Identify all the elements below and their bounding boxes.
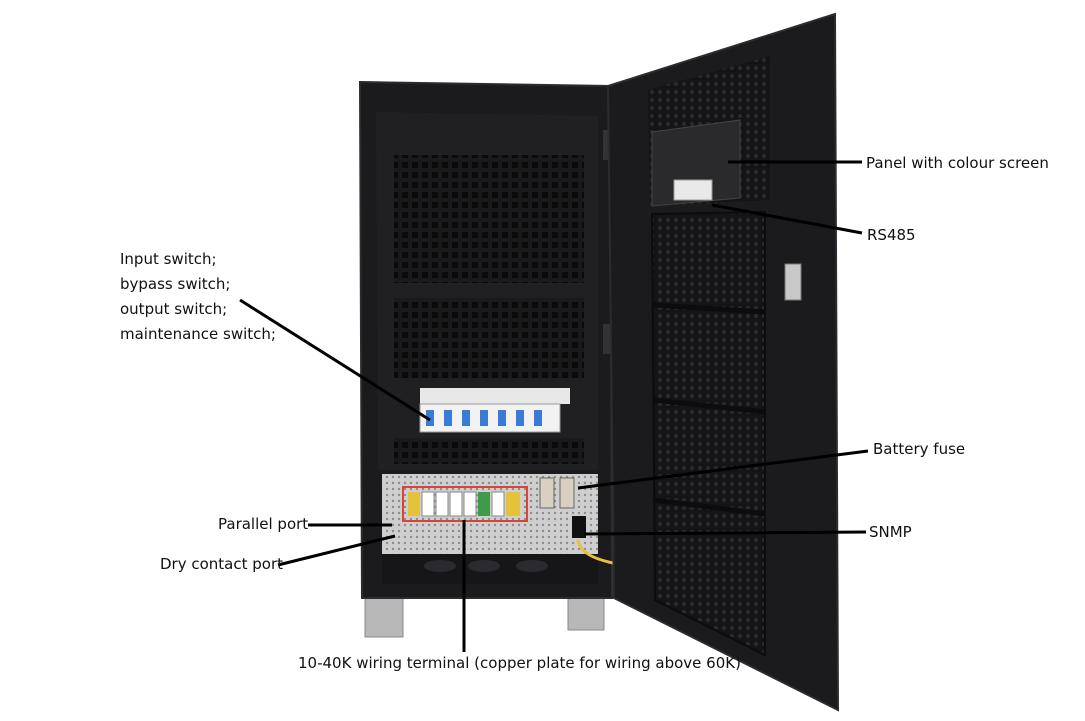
snmp-slot	[572, 516, 586, 538]
door-perforated-panel	[650, 210, 766, 657]
rs485-label: RS485	[867, 226, 916, 244]
door-panel-ribs	[653, 302, 766, 517]
cable-glands	[424, 560, 548, 572]
panel-label: Panel with colour screen	[866, 154, 1049, 172]
door-hinge-bottom	[603, 324, 613, 354]
door-lock-icon	[784, 263, 802, 301]
switches-label: Input switch; bypass switch; output swit…	[120, 247, 276, 347]
leader-snmp	[583, 530, 867, 536]
leader-dry-contact	[277, 534, 396, 567]
battery-fuse-holders	[539, 477, 575, 509]
lower-vent-panel	[394, 438, 584, 464]
switch-label-input: Input switch;	[120, 250, 217, 268]
middle-vent-panel	[394, 298, 584, 378]
switch-label-maintenance: maintenance switch;	[120, 325, 276, 343]
upper-vent-panel	[394, 155, 584, 283]
leader-battery-fuse	[577, 449, 869, 490]
cabinet-leg-left	[364, 591, 404, 638]
switch-label-output: output switch;	[120, 300, 228, 318]
snmp-label: SNMP	[869, 523, 912, 541]
terminal-connectors	[408, 491, 520, 517]
wiring-terminal-label: 10-40K wiring terminal (copper plate for…	[298, 654, 741, 672]
breaker-label-strip	[420, 388, 570, 404]
leader-switches	[239, 298, 431, 422]
callout-lines	[239, 160, 869, 652]
leader-rs485	[711, 203, 863, 235]
dry-contact-port-label: Dry contact port	[160, 555, 284, 573]
breaker-handles	[426, 410, 542, 426]
parallel-port-label: Parallel port	[218, 515, 309, 533]
rs485-connector	[673, 179, 713, 201]
battery-fuse-label: Battery fuse	[873, 440, 966, 458]
switch-label-bypass: bypass switch;	[120, 275, 231, 293]
